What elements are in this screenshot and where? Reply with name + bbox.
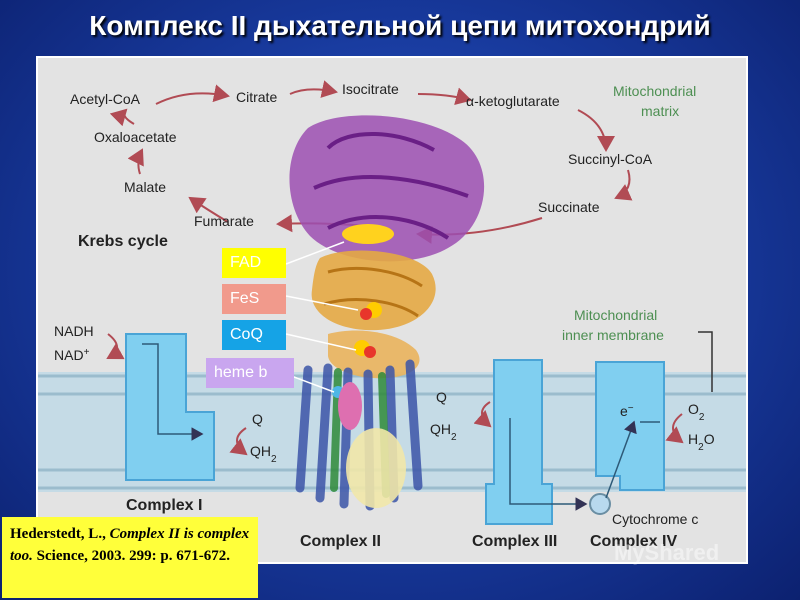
arrow-oxaloacetate-to-acetyl — [109, 108, 135, 127]
arrow-citrate-to-isocitrate — [289, 80, 338, 98]
label-complex1-q: Q — [252, 411, 263, 427]
citation-title: Complex II is complex too. — [10, 526, 250, 564]
label-malate: Malate — [124, 179, 166, 195]
label-complex-iv: Complex IV — [590, 533, 677, 550]
arrow-malate-to-oxaloacetate — [127, 148, 144, 175]
label-complex3-q: Q — [436, 389, 447, 405]
label-matrix-2: matrix — [641, 103, 679, 119]
tag-coq: CoQ — [222, 320, 286, 350]
label-complex-iii: Complex III — [472, 533, 557, 550]
citation-journal: Science, 2003. 299: p. 671-672. — [36, 548, 230, 564]
label-complex-ii: Complex II — [300, 533, 381, 550]
diagram-canvas: Acetyl-CoA Citrate Isocitrate α-ketoglut… — [38, 80, 746, 550]
tag-fad: FAD — [222, 248, 286, 278]
arrow-to-succinylcoa — [577, 109, 615, 152]
label-succinate: Succinate — [538, 199, 600, 215]
cytochrome-c: Cytochrome c — [589, 493, 698, 527]
label-fumarate: Fumarate — [194, 213, 254, 229]
label-complex-i: Complex I — [126, 497, 202, 514]
arrow-acetyl-to-citrate — [155, 84, 230, 105]
label-membrane-1: Mitochondrial — [574, 307, 657, 323]
complex-i: NADH NAD+ Q QH2 Complex I — [54, 323, 277, 514]
tag-heme-b: heme b — [206, 358, 294, 388]
arrow-isocitrate-to-ketoglutarate — [417, 87, 472, 106]
label-oxaloacetate: Oxaloacetate — [94, 129, 177, 145]
label-complex4-h2o: H2O — [688, 431, 715, 453]
label-complex4-o2: O2 — [688, 401, 705, 423]
complex-ii-protein — [289, 115, 485, 511]
label-succinyl-coa: Succinyl-CoA — [568, 151, 653, 167]
label-complex3-qh2: QH2 — [430, 421, 457, 443]
watermark-logo: MyShared — [614, 540, 720, 565]
label-ketoglutarate: α-ketoglutarate — [466, 93, 560, 109]
label-membrane-2: inner membrane — [562, 327, 664, 343]
label-matrix-1: Mitochondrial — [613, 83, 696, 99]
label-citrate: Citrate — [236, 89, 277, 105]
citation-author: Hederstedt, L., — [10, 526, 106, 542]
citation-box: Hederstedt, L., Complex II is complex to… — [2, 517, 258, 598]
label-krebs-cycle: Krebs cycle — [78, 233, 168, 250]
label-nadh: NADH — [54, 323, 94, 339]
label-cytochrome-c: Cytochrome c — [612, 511, 698, 527]
label-isocitrate: Isocitrate — [342, 81, 399, 97]
label-acetyl-coa: Acetyl-CoA — [70, 91, 141, 107]
complex-iii: Q QH2 Complex III — [430, 359, 588, 550]
tag-fes: FeS — [222, 284, 286, 314]
arrow-to-succinate — [614, 169, 633, 201]
tag-leader-lines — [285, 241, 359, 393]
arrow-fumarate-to-malate — [188, 196, 229, 223]
label-complex1-qh2: QH2 — [250, 443, 277, 465]
complex-iv: e− O2 H2O Complex IV — [590, 331, 715, 550]
diagram-figure: Acetyl-CoA Citrate Isocitrate α-ketoglut… — [36, 56, 748, 564]
label-nad: NAD+ — [54, 347, 90, 364]
label-complex4-e: e− — [620, 403, 634, 420]
slide-title: Комплекс II дыхательной цепи митохондрий — [89, 10, 711, 41]
